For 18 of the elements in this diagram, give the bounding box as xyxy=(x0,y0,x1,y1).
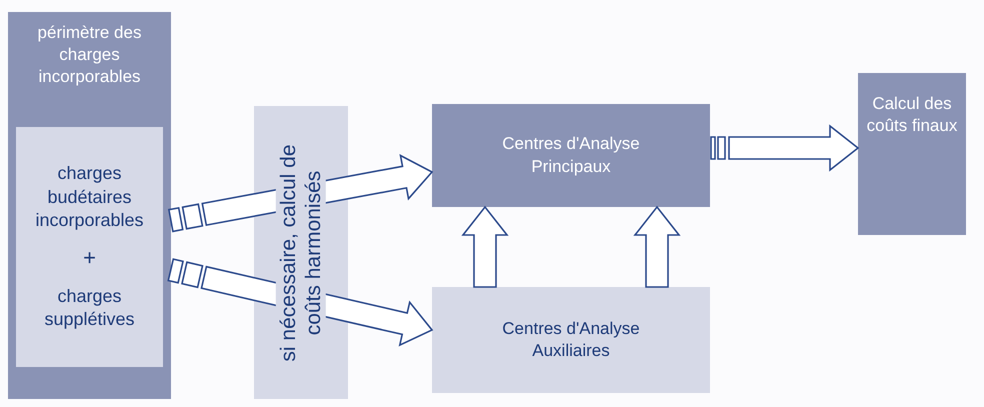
panel-text: charges supplétives xyxy=(43,284,136,332)
panel-title: périmètre des charges incorporables xyxy=(36,22,142,88)
box-label: Centres d'Analyse Principaux xyxy=(501,133,641,178)
vertical-band xyxy=(254,106,348,399)
block-arrow xyxy=(633,206,681,288)
panel-text: charges budétaires incorporables xyxy=(34,162,145,232)
box-label: Centres d'Analyse Auxiliaires xyxy=(501,318,641,362)
block-arrow xyxy=(167,258,434,347)
box-label: Calcul des coûts finaux xyxy=(866,93,958,138)
result-box xyxy=(858,73,966,235)
group-panel xyxy=(8,12,171,399)
inner-panel xyxy=(16,127,163,367)
block-arrow xyxy=(461,206,509,288)
block-arrow xyxy=(168,154,434,232)
process-box xyxy=(432,287,710,393)
block-arrow xyxy=(710,124,860,172)
plus-sign: + xyxy=(83,244,96,272)
process-box xyxy=(432,104,710,207)
